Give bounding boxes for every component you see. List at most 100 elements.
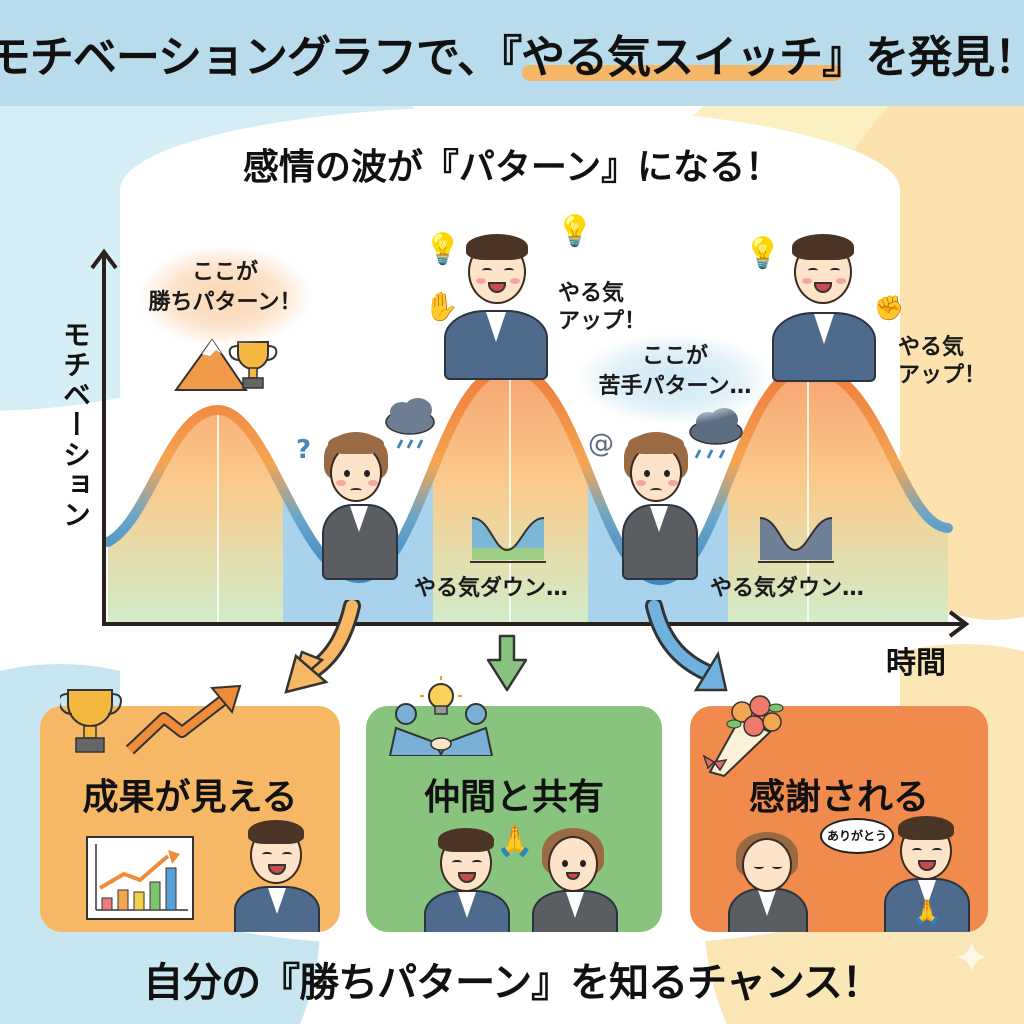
weak-bubble-line-2: 苦手パターン… bbox=[598, 374, 752, 399]
bowing-woman bbox=[720, 832, 820, 932]
eye bbox=[482, 268, 492, 273]
bar-chart-icon bbox=[86, 836, 194, 920]
orange-curved-arrow-icon bbox=[284, 600, 361, 694]
waving-hand-icon: ✋ bbox=[424, 290, 459, 323]
motivation-graph: ? @ モチ bbox=[59, 214, 987, 681]
businesswoman-high-five bbox=[524, 828, 624, 932]
card-1-header-icons bbox=[60, 684, 242, 755]
lightbulb-icon: 💡 bbox=[424, 232, 462, 267]
eye bbox=[262, 852, 272, 857]
head bbox=[742, 838, 792, 892]
title-suffix: を発見！ bbox=[865, 32, 1024, 83]
lightbulb-icon-2: 💡 bbox=[556, 214, 594, 249]
title-highlight-text: 『やる気スイッチ』 bbox=[500, 32, 866, 83]
happy-businessman-1: ✋ bbox=[424, 232, 560, 380]
card-share-with-peers: 仲間と共有 🙏 bbox=[366, 706, 662, 932]
card-2-header-icons bbox=[388, 676, 494, 756]
eye bbox=[772, 864, 782, 869]
mouth bbox=[350, 488, 362, 493]
footer-title: 自分の『勝ちパターン』を知るチャンス！ bbox=[143, 960, 882, 1006]
hair bbox=[248, 820, 304, 844]
cheek bbox=[668, 480, 678, 486]
main-title: モチベーショングラフで、『やる気スイッチ』を発見！ bbox=[0, 21, 1024, 85]
header-band: モチベーショングラフで、『やる気スイッチ』を発見！ bbox=[0, 0, 1024, 106]
mouth bbox=[268, 864, 286, 875]
mouth bbox=[650, 488, 662, 493]
title-prefix: モチベーショングラフで、 bbox=[0, 32, 501, 83]
mini-valley-chart-icon-2 bbox=[758, 517, 834, 563]
eye bbox=[932, 848, 942, 853]
motivation-down-label-1: やる気ダウン… bbox=[414, 576, 569, 601]
mouth bbox=[918, 860, 936, 871]
mouth bbox=[814, 282, 832, 293]
bangs bbox=[328, 434, 384, 454]
trend-arrow-icon bbox=[125, 684, 242, 755]
hair bbox=[438, 828, 494, 852]
eye bbox=[664, 470, 670, 477]
hair bbox=[466, 234, 528, 260]
eye bbox=[452, 860, 462, 865]
businessman-presenting bbox=[210, 818, 330, 932]
eye bbox=[912, 848, 922, 853]
cheek bbox=[476, 278, 486, 284]
title-highlight-underline bbox=[521, 65, 842, 81]
rain-cloud-icon bbox=[385, 398, 435, 449]
green-down-arrow-icon bbox=[486, 634, 528, 692]
trophy-icon bbox=[228, 341, 278, 389]
eye bbox=[364, 470, 370, 477]
worried-woman-2 bbox=[618, 432, 702, 580]
eye bbox=[344, 470, 350, 477]
x-axis-arrowhead bbox=[948, 610, 970, 638]
eye bbox=[562, 860, 568, 867]
callout-2-line-2: アップ！ bbox=[898, 363, 987, 388]
eye bbox=[504, 268, 514, 273]
arrows-row bbox=[284, 600, 728, 694]
hair bbox=[792, 234, 854, 260]
weak-pattern-bubble: ここが 苦手パターン… bbox=[580, 334, 770, 424]
y-axis-arrowhead bbox=[90, 248, 118, 270]
grateful-businessman: 🙏 bbox=[878, 816, 978, 932]
x-axis-label: 時間 bbox=[886, 646, 946, 681]
cheek bbox=[636, 480, 646, 486]
subtitle: 感情の波が『パターン』になる！ bbox=[242, 147, 782, 188]
mini-valley-chart-icon-1 bbox=[470, 517, 546, 563]
happy-businessman-2: ✊ bbox=[764, 232, 904, 382]
worried-woman-1 bbox=[318, 432, 402, 580]
eye bbox=[644, 470, 650, 477]
eye bbox=[472, 860, 482, 865]
win-pattern-bubble: ここが 勝ちパターン！ bbox=[140, 246, 310, 346]
suit bbox=[322, 504, 398, 580]
eye bbox=[580, 860, 586, 867]
swirl-icon: @ bbox=[588, 429, 614, 459]
bouquet-icon bbox=[702, 695, 784, 778]
cheek bbox=[336, 480, 346, 486]
clasped-hands-icon: 🙏 bbox=[912, 898, 942, 926]
y-axis-label: モチベーション bbox=[59, 320, 92, 530]
cheek bbox=[510, 278, 520, 284]
lightbulb-icon-3: 💡 bbox=[744, 236, 782, 271]
mouth bbox=[488, 282, 506, 293]
eye bbox=[282, 852, 292, 857]
mountain-icon bbox=[174, 338, 248, 391]
sparkle-icon: ✦ bbox=[953, 933, 990, 984]
callout-2-line-1: やる気 bbox=[898, 335, 965, 360]
thank-you-speech-bubble: ありがとう bbox=[820, 818, 894, 854]
mouth bbox=[566, 872, 580, 880]
card-title: 感謝される bbox=[748, 777, 929, 818]
eye bbox=[830, 268, 840, 273]
bangs bbox=[628, 434, 684, 454]
callout-1-line-2: アップ！ bbox=[558, 309, 647, 334]
cheek bbox=[802, 278, 812, 284]
trophy-icon bbox=[60, 689, 122, 753]
cheek bbox=[836, 278, 846, 284]
fist-pump-icon: ✊ bbox=[874, 294, 904, 322]
motivation-down-label-2: やる気ダウン… bbox=[710, 576, 865, 601]
handshake-icon bbox=[388, 703, 494, 756]
motivation-up-callout-1: やる気 アップ！ bbox=[558, 280, 646, 336]
head bbox=[548, 836, 598, 892]
cheek bbox=[368, 480, 378, 486]
businessman-high-five bbox=[418, 828, 518, 932]
win-bubble-line-2: 勝ちパターン！ bbox=[148, 290, 302, 315]
high-five-hands-icon: 🙏 bbox=[496, 824, 534, 859]
eye bbox=[808, 268, 818, 273]
